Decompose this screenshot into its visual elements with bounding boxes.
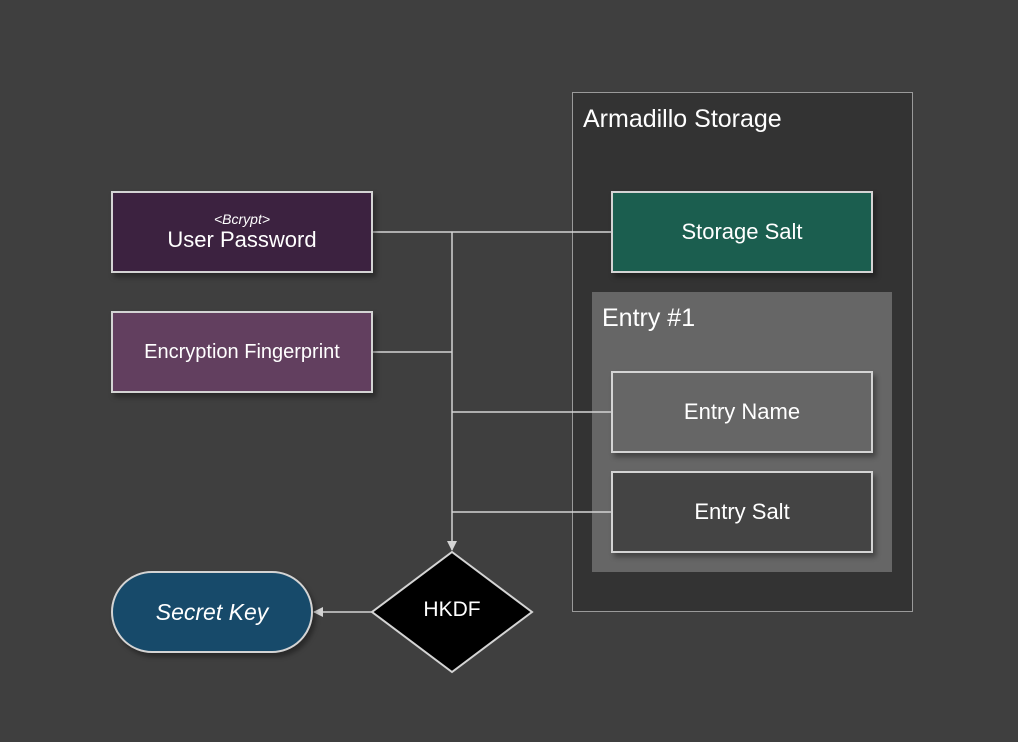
- encryption-fingerprint-label: Encryption Fingerprint: [144, 341, 340, 363]
- secret-key-label: Secret Key: [155, 599, 269, 625]
- storage-salt-label: Storage Salt: [681, 219, 803, 244]
- entry-name-label: Entry Name: [683, 399, 801, 424]
- encryption-fingerprint-node: Encryption Fingerprint: [111, 311, 373, 393]
- user-password-label: User Password: [167, 227, 317, 252]
- hkdf-label: HKDF: [423, 598, 481, 621]
- user-password-node: <Bcrypt> User Password: [111, 191, 373, 273]
- entry-container-title: Entry #1: [602, 304, 696, 332]
- storage-salt-node: Storage Salt: [611, 191, 873, 273]
- bcrypt-annotation: <Bcrypt>: [213, 211, 271, 227]
- entry-salt-node: Entry Salt: [611, 471, 873, 553]
- secret-key-node: Secret Key: [111, 571, 313, 653]
- entry-name-node: Entry Name: [611, 371, 873, 453]
- entry-salt-label: Entry Salt: [694, 499, 790, 524]
- hkdf-diamond: [370, 550, 534, 674]
- armadillo-storage-title: Armadillo Storage: [583, 105, 782, 133]
